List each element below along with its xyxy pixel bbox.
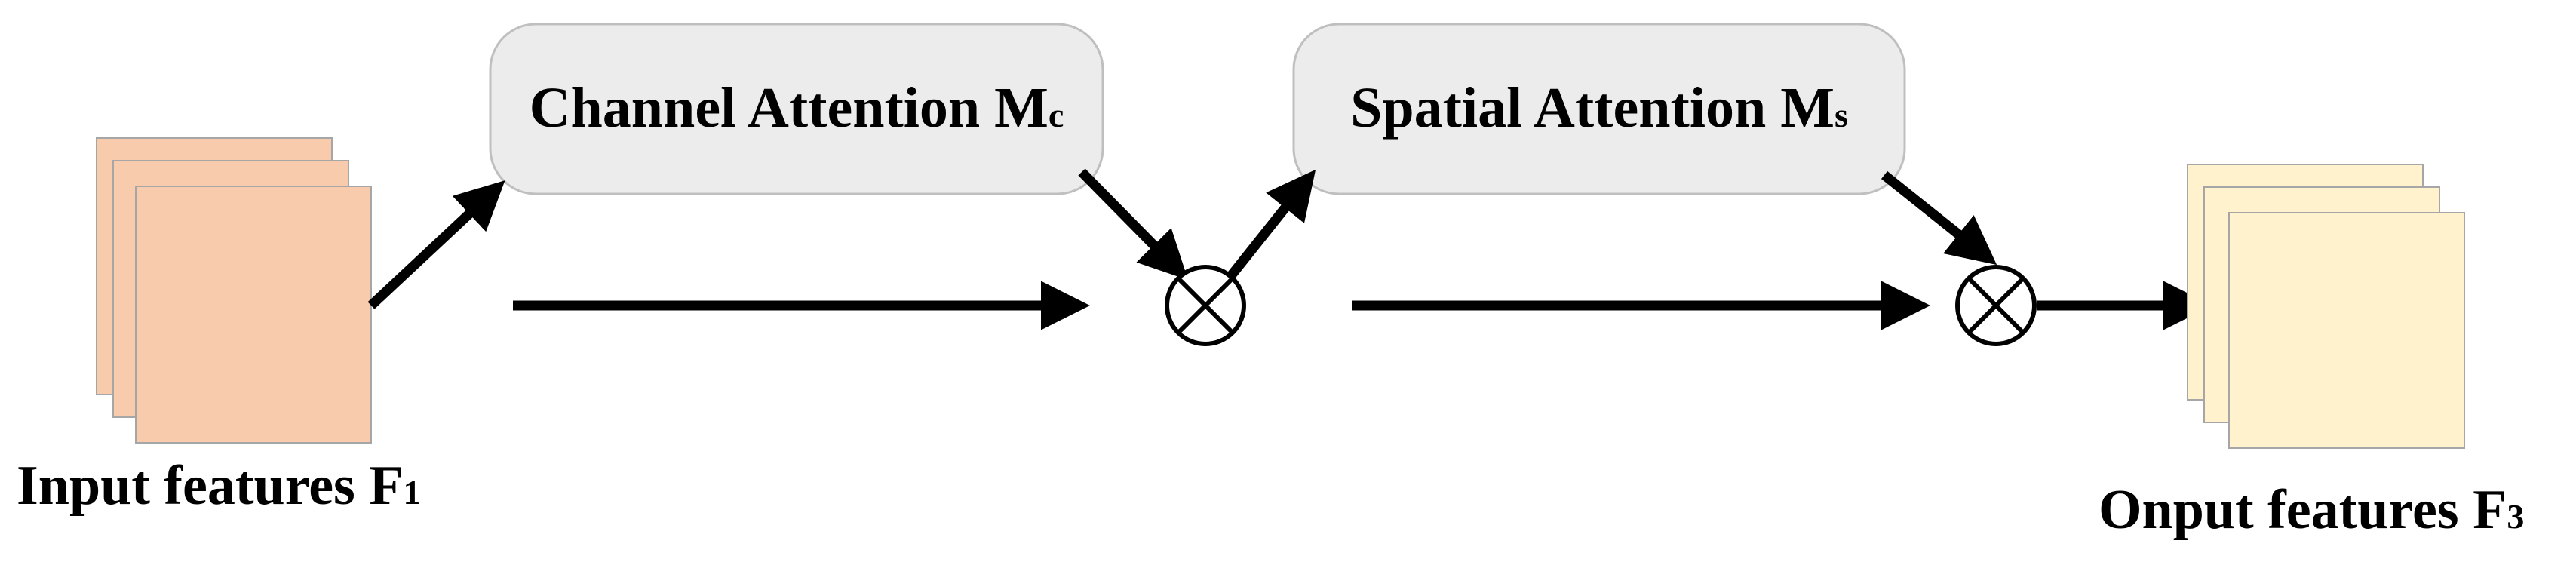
spatial-attention-module: Spatial Attention Ms <box>1292 23 1906 195</box>
channel-attention-box <box>489 23 1104 195</box>
output-feature-stack <box>2187 164 2465 449</box>
spatial-attention-box <box>1292 23 1906 195</box>
output-feature-map-front <box>2228 212 2465 449</box>
output-features-label: Onput features F3 <box>2099 479 2524 541</box>
spatial-attention-label: Spatial Attention Ms <box>1350 76 1848 140</box>
arrow-multiply-1-to-spatial <box>1225 169 1316 281</box>
input-feature-stack <box>96 137 372 444</box>
multiply-node-2 <box>1955 265 2037 346</box>
input-feature-map-front <box>135 186 372 444</box>
arrow-spatial-to-multiply-2 <box>1881 170 1997 266</box>
multiply-node-1 <box>1165 265 1246 346</box>
input-features-label: Input features F1 <box>17 455 421 517</box>
arrow-input-to-channel <box>367 180 505 309</box>
channel-attention-label: Channel Attention Mc <box>530 76 1064 140</box>
arrow-channel-to-multiply-1 <box>1078 168 1189 281</box>
channel-attention-module: Channel Attention Mc <box>489 23 1104 195</box>
